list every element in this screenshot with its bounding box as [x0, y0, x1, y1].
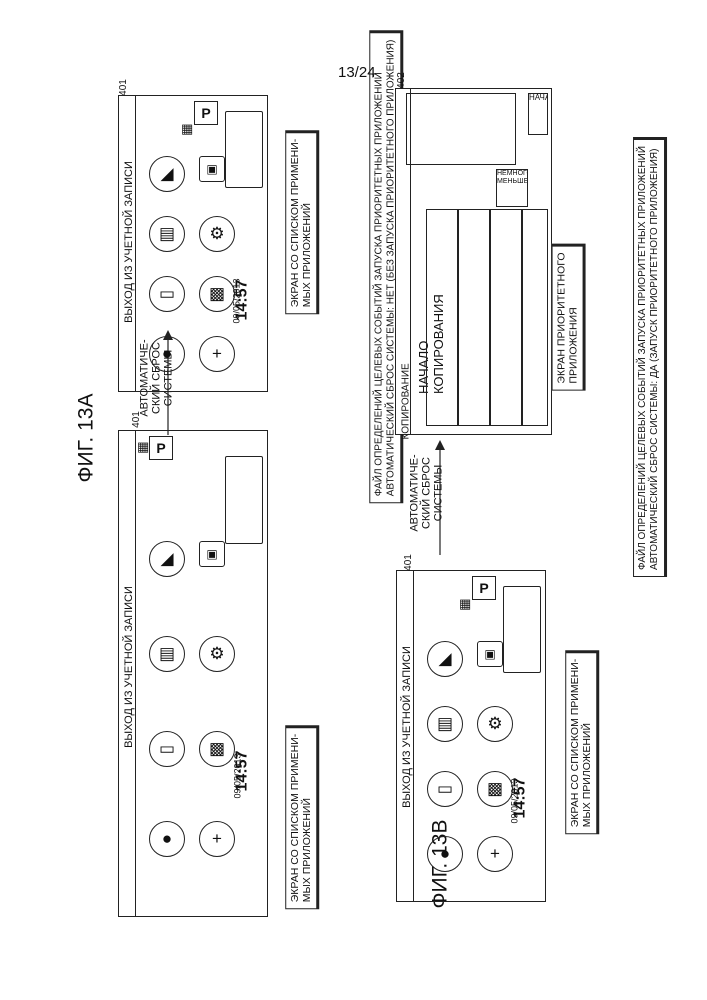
- caption-app-list: ЭКРАН СО СПИСКОМ ПРИМЕНИ- МЫХ ПРИЛОЖЕНИЙ: [285, 725, 319, 909]
- contacts-icon[interactable]: ▣: [199, 156, 225, 182]
- plus-icon[interactable]: +: [199, 336, 235, 372]
- time: 14:57: [511, 778, 529, 819]
- tablet-icon[interactable]: ▭: [427, 771, 463, 807]
- logout-title[interactable]: ВЫХОД ИЗ УЧЕТНОЙ ЗАПИСИ: [401, 637, 413, 817]
- time: 14:57: [233, 280, 251, 321]
- tablet-icon[interactable]: ▭: [149, 731, 185, 767]
- settings-gear-icon[interactable]: ⚙: [199, 216, 235, 252]
- contacts-icon[interactable]: ▣: [199, 541, 225, 567]
- time: 14:57: [233, 751, 251, 792]
- ref-402: 402: [396, 72, 407, 89]
- scanner-icon[interactable]: ◢: [149, 541, 185, 577]
- printer-icon[interactable]: ▩: [199, 276, 235, 312]
- logout-title[interactable]: ВЫХОД ИЗ УЧЕТНОЙ ЗАПИСИ: [123, 152, 135, 332]
- settings-row-2[interactable]: [458, 209, 490, 426]
- ref-401: 401: [118, 79, 129, 96]
- user-group-icon[interactable]: ●: [149, 336, 185, 372]
- toner-levels: [503, 586, 541, 673]
- priority-p-button[interactable]: P: [472, 576, 496, 600]
- plus-icon[interactable]: +: [477, 836, 513, 872]
- settings-row-3[interactable]: [490, 209, 522, 426]
- caption-priority-app: ЭКРАН ПРИОРИТЕТНОГО ПРИЛОЖЕНИЯ: [552, 243, 586, 390]
- screen-13b-left: ВЫХОД ИЗ УЧЕТНОЙ ЗАПИСИ ● ▭ ▤ ◢ + ▩ ⚙ ▣ …: [396, 570, 546, 902]
- toner-levels: [225, 456, 263, 544]
- start-button[interactable]: НАЧАЛО: [528, 93, 548, 135]
- toner-levels: [225, 111, 263, 188]
- note-13b: ФАЙЛ ОПРЕДЕЛЕНИЙ ЦЕЛЕВЫХ СОБЫТИЙ ЗАПУСКА…: [633, 137, 667, 577]
- scanner-icon[interactable]: ◢: [427, 641, 463, 677]
- document-icon[interactable]: ▤: [149, 636, 185, 672]
- user-group-icon[interactable]: ●: [427, 836, 463, 872]
- numeric-keypad[interactable]: [406, 93, 516, 165]
- figure-label-13a: ФИГ. 13А: [74, 394, 98, 483]
- arrow-13b: [430, 440, 450, 560]
- keypad-icon[interactable]: ▦: [181, 121, 192, 137]
- screen-13a-right: ВЫХОД ИЗ УЧЕТНОЙ ЗАПИСИ ● ▭ ▤ ◢ + ▩ ⚙ ▣ …: [118, 95, 268, 392]
- keypad-icon[interactable]: ▦: [137, 439, 148, 455]
- keypad-icon[interactable]: ▦: [459, 596, 470, 612]
- contacts-icon[interactable]: ▣: [477, 641, 503, 667]
- plus-icon[interactable]: +: [199, 821, 235, 857]
- ref-401: 401: [403, 554, 414, 571]
- settings-row-1[interactable]: [426, 209, 458, 426]
- title-bar: ВЫХОД ИЗ УЧЕТНОЙ ЗАПИСИ: [119, 96, 136, 391]
- logout-title[interactable]: ВЫХОД ИЗ УЧЕТНОЙ ЗАПИСИ: [123, 577, 135, 757]
- screen-13a-left: ВЫХОД ИЗ УЧЕТНОЙ ЗАПИСИ ● ▭ ▤ ◢ + ▩ ⚙ ▣ …: [118, 430, 268, 917]
- title-bar: ВЫХОД ИЗ УЧЕТНОЙ ЗАПИСИ: [397, 571, 414, 901]
- document-icon[interactable]: ▤: [427, 706, 463, 742]
- title-bar: ВЫХОД ИЗ УЧЕТНОЙ ЗАПИСИ: [119, 431, 136, 916]
- settings-row-4[interactable]: [522, 209, 548, 426]
- caption-app-list: ЭКРАН СО СПИСКОМ ПРИМЕНИ- МЫХ ПРИЛОЖЕНИЙ: [285, 130, 319, 314]
- settings-gear-icon[interactable]: ⚙: [199, 636, 235, 672]
- scanner-icon[interactable]: ◢: [149, 156, 185, 192]
- printer-icon[interactable]: ▩: [477, 771, 513, 807]
- document-icon[interactable]: ▤: [149, 216, 185, 252]
- copy-screen: КОПИРОВАНИЕ НАЧАЛО КОПИРОВАНИЯ НЕМНОГО М…: [395, 88, 552, 435]
- priority-p-button[interactable]: P: [194, 101, 218, 125]
- printer-icon[interactable]: ▩: [199, 731, 235, 767]
- caption-app-list: ЭКРАН СО СПИСКОМ ПРИМЕНИ- МЫХ ПРИЛОЖЕНИЙ: [565, 650, 599, 834]
- tablet-icon[interactable]: ▭: [149, 276, 185, 312]
- slightly-smaller-button[interactable]: НЕМНОГО МЕНЬШЕ: [496, 169, 528, 207]
- settings-gear-icon[interactable]: ⚙: [477, 706, 513, 742]
- copy-title: КОПИРОВАНИЕ: [401, 340, 412, 440]
- user-group-icon[interactable]: ●: [149, 821, 185, 857]
